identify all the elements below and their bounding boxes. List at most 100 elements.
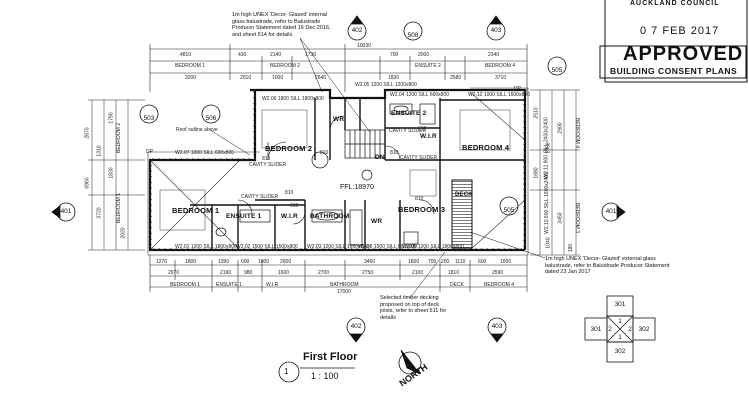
top-label-bedroom-4: BEDROOM 4 xyxy=(485,63,516,69)
room-wir-1: W.I.R xyxy=(281,213,298,220)
window-w2-04: W2.04 1200 SILL 600x800 xyxy=(390,92,450,98)
wall-hatching xyxy=(149,89,526,251)
top-dim-5: 700 xyxy=(390,52,399,58)
window-w2-11: W2.11 900 SILL 2400x2400 xyxy=(543,117,550,179)
north-arrow xyxy=(398,349,422,375)
right-dim-4: 2900 xyxy=(557,122,564,134)
window-w2-07: W2.07 1000 SILL 600x800 xyxy=(175,150,235,156)
cavity-slider-3: CAVITY SLIDER xyxy=(400,155,438,161)
key-plan-left: 301 xyxy=(590,326,602,333)
leader-lines xyxy=(209,37,546,299)
top-dim-row2-7: 3710 xyxy=(495,75,507,81)
cavity-slider-2: CAVITY SLIDER xyxy=(389,128,427,134)
right-label-bedroom-3: BEDROOM 3 xyxy=(574,202,581,234)
stair xyxy=(344,129,386,159)
section-tag-403-bottom: 403 xyxy=(491,323,503,330)
top-dim-2: 430 xyxy=(238,52,247,58)
drawing-title: First Floor xyxy=(303,351,358,363)
room-bathroom: BATHROOM xyxy=(310,213,350,220)
left-dim-4: 3720 xyxy=(96,207,103,219)
window-w2-05: W2.05 1200 SILL 1200x800 xyxy=(355,82,417,88)
room-ensuite-2: ENSUITE 2 xyxy=(391,110,427,117)
bottom-dim-3: 1390 xyxy=(218,259,230,265)
bottom-dim-9: 700 xyxy=(428,259,437,265)
bottom-dim-12: 600 xyxy=(478,259,487,265)
door-size-5: 810 xyxy=(285,190,294,196)
section-tag-403-top: 403 xyxy=(490,27,502,34)
top-dim-7: 2340 xyxy=(488,52,500,58)
section-tag-505-top: 505 xyxy=(551,67,563,74)
note-decking: Selected timber decking proposed on top … xyxy=(380,295,447,321)
section-tag-402-top: 402 xyxy=(351,27,363,34)
top-dim-overall: 10030 xyxy=(357,43,371,49)
stair-down: DN xyxy=(375,154,385,161)
bottom-dim-row2-7: 2100 xyxy=(412,270,424,276)
cavity-slider-1: CAVITY SLIDER xyxy=(241,194,279,200)
key-plan xyxy=(584,295,656,363)
top-dim-row2-5: 1830 xyxy=(388,75,400,81)
room-bedroom-4: BEDROOM 4 xyxy=(462,143,510,152)
section-tag-402-bottom: 402 xyxy=(350,323,362,330)
window-w2-02: W2.02 1500 SILL 1500x800 xyxy=(236,244,298,250)
bottom-dim-4: 600 xyxy=(241,259,250,265)
top-dim-row2-6: 2580 xyxy=(450,75,462,81)
bottom-dim-11: 1110 xyxy=(455,259,466,265)
section-tag-401-left: 401 xyxy=(60,208,72,215)
bottom-dim-row2-4: 1600 xyxy=(278,270,290,276)
door-size-1: 810 xyxy=(262,156,271,162)
left-dim-5: 1790 xyxy=(108,112,115,124)
note-roof-outline: Roof outline above xyxy=(176,127,218,133)
top-dim-row2-3: 1000 xyxy=(272,75,284,81)
key-plan-right: 302 xyxy=(638,326,650,333)
section-tag-508: 508 xyxy=(407,32,419,39)
bottom-dim-1: 1270 xyxy=(156,259,168,265)
approved-stamp: APPROVED xyxy=(623,43,744,65)
left-dim-3: 6960 xyxy=(84,177,91,189)
cavity-slider-4: CAVITY SLIDER xyxy=(249,162,287,168)
bottom-dim-row2-8: 1810 xyxy=(448,270,460,276)
finished-floor-level: FFL:18970 xyxy=(340,184,374,191)
side-dimension-lines xyxy=(88,89,580,256)
bottom-dim-8: 1600 xyxy=(408,259,420,265)
right-dim-6: 1040 xyxy=(545,237,552,249)
bottom-dim-overall: 17000 xyxy=(337,289,351,295)
top-dimension-lines xyxy=(149,44,528,92)
left-label-bedroom-2: BEDROOM 2 xyxy=(116,122,123,154)
bottom-dim-row2-9: 2590 xyxy=(492,270,504,276)
door-size-2: 810 xyxy=(320,150,329,156)
right-dim-1: 2510 xyxy=(533,107,540,119)
window-w2-10: W2.10 600 SILL 1800x2400 xyxy=(543,172,550,234)
bottom-dim-row2-1: 2970 xyxy=(168,270,180,276)
door-size-4: 610 xyxy=(418,126,427,132)
furniture xyxy=(159,109,511,231)
room-bedroom-1: BEDROOM 1 xyxy=(172,206,220,215)
left-dim-2: 1310 xyxy=(96,145,103,157)
window-w2-09: W2.09 1200 SILL 1800x800 xyxy=(402,244,464,250)
bottom-dim-10: 200 xyxy=(441,259,450,265)
right-dim-7: 180 xyxy=(568,243,575,253)
council-name: AUCKLAND COUNCIL xyxy=(630,0,720,7)
top-label-ensuite-2: ENSUITE 2 xyxy=(415,63,441,69)
right-label-bedroom-4: BEDROOM 4 xyxy=(574,117,581,149)
window-w2-06: W2.06 1800 SILL 1800x800 xyxy=(262,96,324,102)
room-bedroom-3: BEDROOM 3 xyxy=(398,205,446,214)
top-dim-row2-2: 2010 xyxy=(240,75,252,81)
bottom-dim-13: 1600 xyxy=(500,259,512,265)
bottom-label-ensuite-1: ENSUITE 1 xyxy=(216,282,242,288)
consent-label: BUILDING CONSENT PLANS xyxy=(610,66,738,76)
drawing-number: 1 xyxy=(284,367,289,376)
room-wr-2: WR xyxy=(371,218,383,225)
window-w2-12: W2.12 1000 SILL 1600x800 xyxy=(468,92,530,98)
door-swings xyxy=(237,115,435,225)
section-markers xyxy=(51,15,626,383)
bottom-dim-6: 2600 xyxy=(280,259,292,265)
approval-date: 0 7 FEB 2017 xyxy=(640,25,720,37)
right-dim-5: 3450 xyxy=(557,212,564,224)
interior-walls xyxy=(190,98,525,250)
key-plan-center-top: 1 xyxy=(618,318,622,325)
key-plan-bottom: 302 xyxy=(614,348,626,355)
section-tag-506: 506 xyxy=(205,115,217,122)
fixtures xyxy=(215,103,436,246)
room-wr-1: WR xyxy=(333,116,345,123)
bottom-label-deck: DECK xyxy=(450,282,464,288)
